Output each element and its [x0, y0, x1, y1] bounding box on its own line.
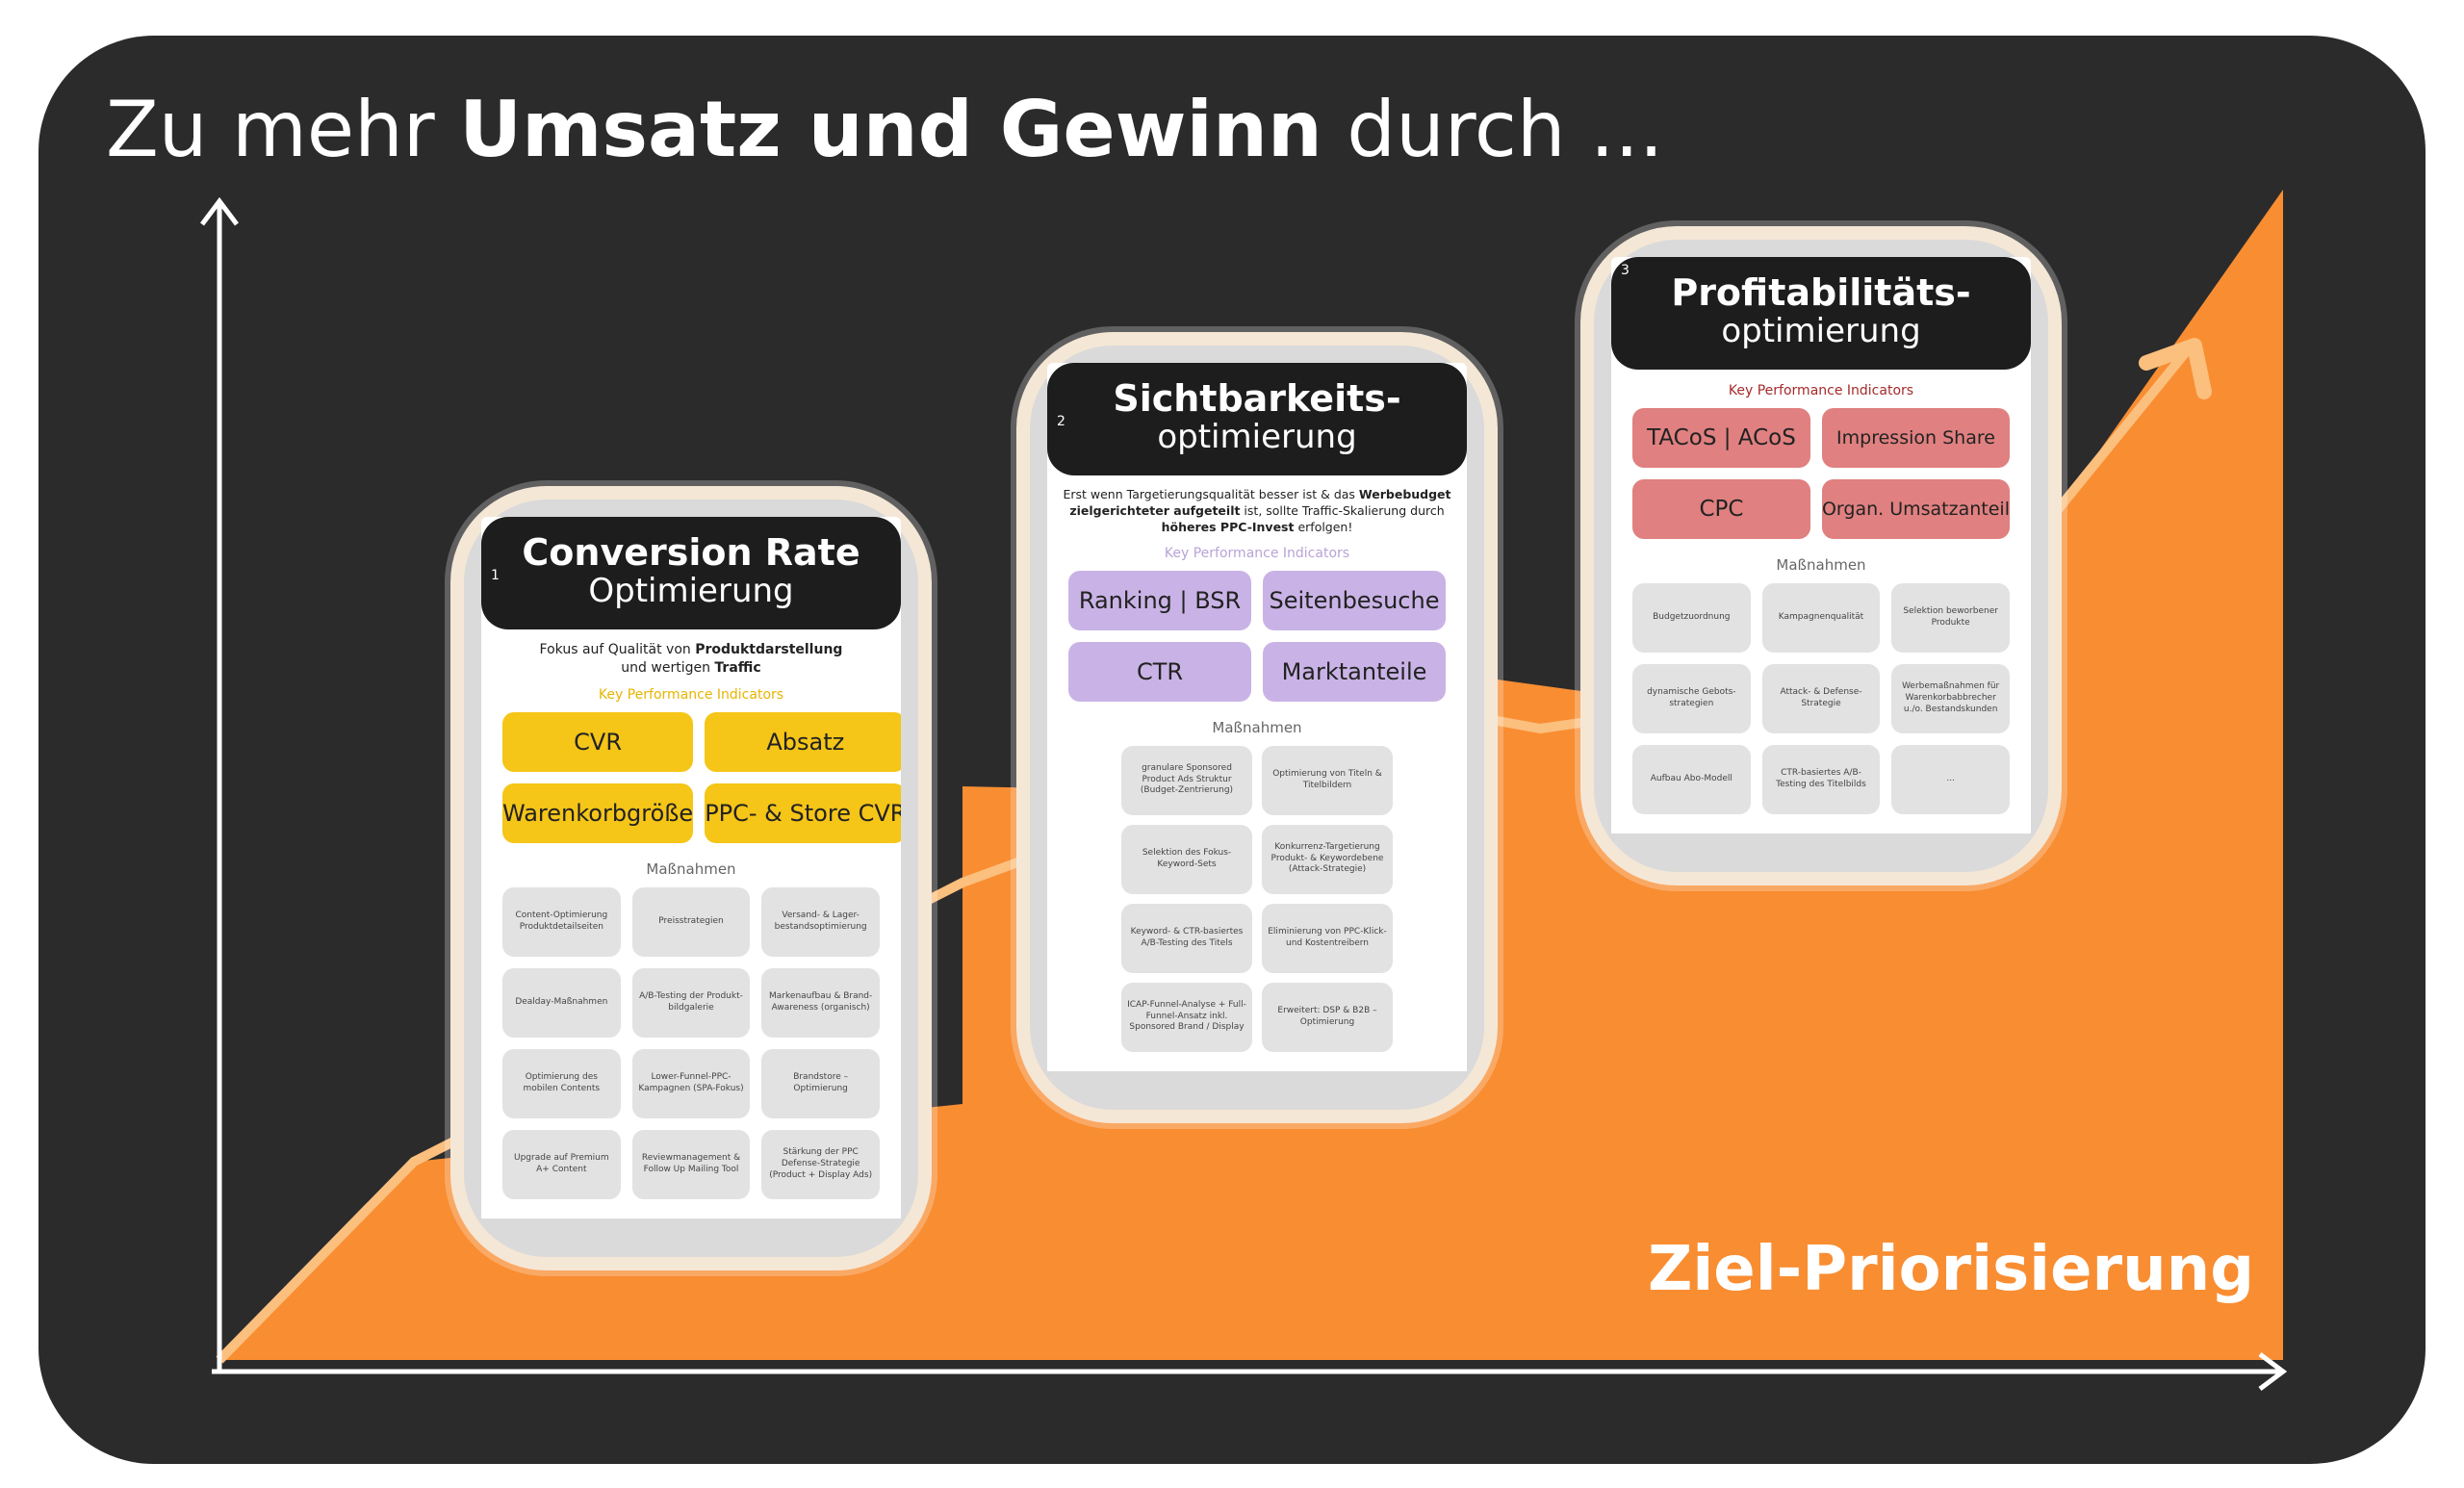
- desc-text: ist, sollte Traffic-Skalierung durch: [1240, 502, 1445, 518]
- massnahmen-label: Maßnahmen: [1212, 718, 1302, 736]
- desc-bold: Werbebudget zielgerichteter aufgeteilt: [1069, 486, 1451, 518]
- massnahme-tile: granulare Sponsored Product Ads Struktur…: [1121, 745, 1252, 815]
- card-sichtbarkeit: 2 Sichtbarkeits- optimierung Erst wenn T…: [1016, 332, 1498, 1123]
- headline: Zu mehr Umsatz und Gewinn durch ...: [106, 84, 1663, 176]
- card-subtitle: optimierung: [1157, 417, 1357, 456]
- massnahmen-label: Maßnahmen: [1776, 555, 1866, 574]
- trend-arrow-head: [2139, 338, 2212, 399]
- card-title: Conversion Rate: [522, 531, 860, 574]
- kpi-tile: Absatz: [705, 711, 901, 772]
- kpi-tile: Ranking | BSR: [1068, 570, 1251, 630]
- card-header: 1 Conversion Rate Optimierung: [481, 517, 901, 629]
- headline-pre: Zu mehr: [106, 85, 460, 174]
- kpi-tile: CTR: [1068, 641, 1251, 702]
- card-description: Erst wenn Targetierungsqualität besser i…: [1047, 475, 1467, 540]
- headline-bold: Umsatz und Gewinn: [459, 85, 1322, 174]
- kpi-label: Key Performance Indicators: [598, 686, 784, 703]
- kpi-tile: Marktanteile: [1263, 641, 1446, 702]
- massnahme-tile: Reviewmanagement & Follow Up Mailing Too…: [631, 1129, 751, 1199]
- desc-bold: höheres PPC-Invest: [1161, 519, 1295, 534]
- massnahme-tile: Eliminierung von PPC-Klick- und Kostentr…: [1262, 903, 1393, 973]
- massnahme-tile: Lower-Funnel-PPC-Kampagnen (SPA-Fokus): [631, 1048, 751, 1118]
- massnahme-tile: Stärkung der PPC Defense-Strategie (Prod…: [761, 1129, 880, 1199]
- massnahme-tile: A/B-Testing der Produkt-bildgalerie: [631, 967, 751, 1038]
- massnahme-tile: Erweitert: DSP & B2B – Optimierung: [1262, 982, 1393, 1052]
- massnahme-tile: ICAP-Funnel-Analyse + Full-Funnel-Ansatz…: [1121, 982, 1252, 1052]
- massnahme-tile: Aufbau Abo-Modell: [1632, 744, 1751, 814]
- desc-text: Fokus auf Qualität von: [539, 641, 696, 657]
- massnahmen-grid: Content-Optimierung Produktdetailseiten …: [481, 886, 901, 1219]
- massnahme-tile: Content-Optimierung Produktdetailseiten: [502, 886, 621, 957]
- desc-text: und wertigen: [621, 659, 715, 676]
- massnahme-tile: Budgetzuordnung: [1632, 582, 1751, 653]
- kpi-tile: Warenkorbgröße: [502, 782, 694, 843]
- massnahme-tile: Kampagnenqualität: [1761, 582, 1881, 653]
- massnahme-tile: Preisstrategien: [631, 886, 751, 957]
- massnahme-tile: Attack- & Defense-Strategie: [1761, 663, 1881, 733]
- massnahmen-label: Maßnahmen: [646, 859, 736, 878]
- kpi-label: Key Performance Indicators: [1164, 545, 1350, 561]
- slide-board: Zu mehr Umsatz und Gewinn durch ... Ziel…: [38, 36, 2426, 1464]
- headline-post: durch ...: [1322, 85, 1664, 174]
- massnahme-tile: Optimierung von Titeln & Titelbildern: [1262, 745, 1393, 815]
- massnahme-tile: Brandstore – Optimierung: [761, 1048, 880, 1118]
- massnahme-tile: Upgrade auf Premium A+ Content: [502, 1129, 621, 1199]
- massnahme-tile: Selektion beworbener Produkte: [1891, 582, 2010, 653]
- card-conversion-rate: 1 Conversion Rate Optimierung Fokus auf …: [450, 486, 932, 1270]
- massnahme-tile: Optimierung des mobilen Contents: [502, 1048, 621, 1118]
- kpi-grid: CVR Absatz Warenkorbgröße PPC- & Store C…: [481, 711, 901, 843]
- massnahme-tile: Markenaufbau & Brand-Awareness (organisc…: [761, 967, 880, 1038]
- kpi-label: Key Performance Indicators: [1728, 382, 1914, 398]
- card-header: 3 Profitabilitäts- optimierung: [1611, 257, 2031, 370]
- kpi-tile: PPC- & Store CVR: [705, 782, 901, 843]
- massnahme-tile: ...: [1891, 744, 2010, 814]
- card-number: 2: [1057, 413, 1065, 429]
- kpi-tile: TACoS | ACoS: [1632, 407, 1810, 468]
- card-number: 1: [491, 567, 500, 583]
- card-description: Fokus auf Qualität von Produktdarstellun…: [481, 629, 901, 681]
- desc-text: erfolgen!: [1294, 519, 1353, 534]
- y-axis-arrow: [200, 196, 239, 226]
- massnahme-tile: Versand- & Lager-bestandsoptimierung: [761, 886, 880, 957]
- card-title: Profitabilitäts-: [1671, 271, 1971, 314]
- x-axis-arrow: [2258, 1352, 2288, 1391]
- kpi-grid: Ranking | BSR Seitenbesuche CTR Marktant…: [1047, 570, 1467, 702]
- card-content: 1 Conversion Rate Optimierung Fokus auf …: [481, 517, 901, 1219]
- card-header: 2 Sichtbarkeits- optimierung: [1047, 363, 1467, 475]
- card-number: 3: [1621, 263, 1630, 278]
- kpi-tile: CPC: [1632, 478, 1810, 539]
- desc-bold: Traffic: [714, 659, 761, 676]
- massnahmen-grid: Budgetzuordnung Kampagnenqualität Selekt…: [1611, 582, 2031, 834]
- massnahme-tile: Konkurrenz-Targetierung Produkt- & Keywo…: [1262, 824, 1393, 894]
- desc-text: Erst wenn Targetierungsqualität besser i…: [1063, 486, 1359, 501]
- massnahme-tile: Keyword- & CTR-basiertes A/B-Testing des…: [1121, 903, 1252, 973]
- massnahme-tile: Selektion des Fokus-Keyword-Sets: [1121, 824, 1252, 894]
- kpi-tile: Impression Share: [1821, 407, 2010, 468]
- kpi-tile: CVR: [502, 711, 694, 772]
- massnahmen-grid: granulare Sponsored Product Ads Struktur…: [1047, 745, 1467, 1071]
- kpi-grid: TACoS | ACoS Impression Share CPC Organ.…: [1611, 407, 2031, 539]
- kpi-tile: Seitenbesuche: [1263, 570, 1446, 630]
- card-content: 3 Profitabilitäts- optimierung Key Perfo…: [1611, 257, 2031, 834]
- massnahme-tile: Werbemaßnahmen für Warenkorbabbrecher u.…: [1891, 663, 2010, 733]
- card-profitabilitaet: 3 Profitabilitäts- optimierung Key Perfo…: [1580, 226, 2062, 885]
- massnahme-tile: dynamische Gebots-strategien: [1632, 663, 1751, 733]
- kpi-tile: Organ. Umsatzanteil: [1821, 478, 2010, 539]
- massnahme-tile: CTR-basiertes A/B-Testing des Titelbilds: [1761, 744, 1881, 814]
- desc-bold: Produktdarstellung: [695, 641, 843, 657]
- card-content: 2 Sichtbarkeits- optimierung Erst wenn T…: [1047, 363, 1467, 1071]
- card-subtitle: optimierung: [1721, 311, 1921, 350]
- goal-label: Ziel-Priorisierung: [1647, 1234, 2254, 1305]
- massnahme-tile: Dealday-Maßnahmen: [502, 967, 621, 1038]
- card-subtitle: Optimierung: [588, 571, 794, 610]
- card-title: Sichtbarkeits-: [1113, 377, 1401, 420]
- growth-area: [219, 190, 2283, 1360]
